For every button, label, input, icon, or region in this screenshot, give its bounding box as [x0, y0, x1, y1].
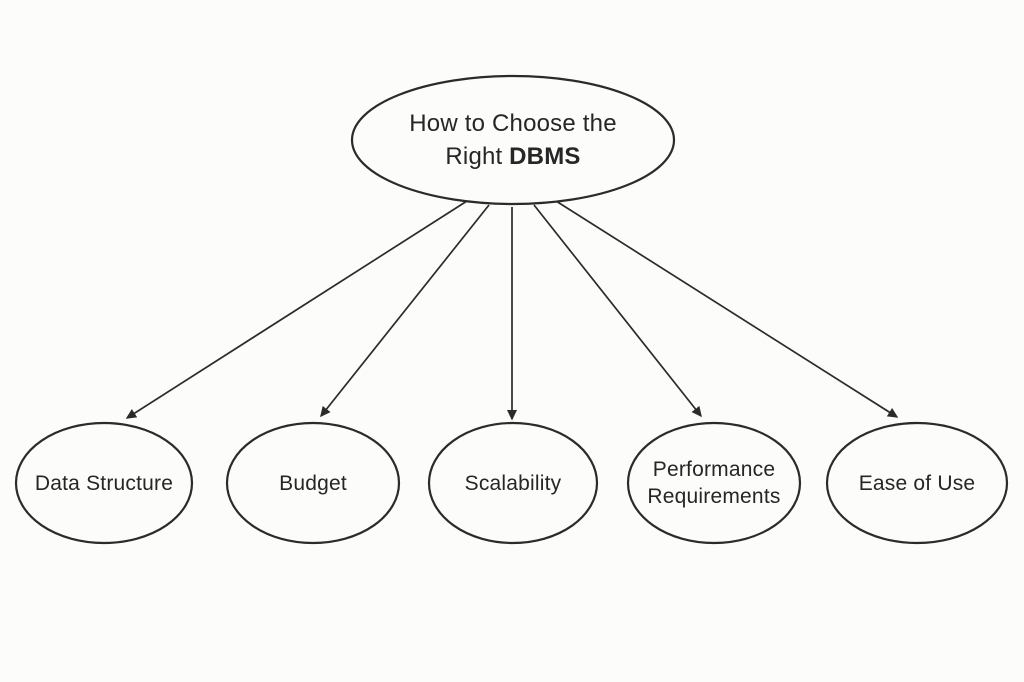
child-node-ellipse-ease-of-use [825, 421, 1009, 545]
arrow-root-to-budget [320, 204, 490, 418]
arrow-root-to-performance-requirements [533, 204, 702, 418]
child-node-ellipse-data-structure [14, 421, 194, 545]
arrow-root-to-ease-of-use [555, 200, 899, 418]
root-node-ellipse [350, 74, 676, 206]
child-node-ellipse-scalability [427, 421, 599, 545]
arrow-root-to-data-structure [125, 200, 468, 419]
child-node-ellipse-performance-requirements [626, 421, 802, 545]
child-node-ellipse-budget [225, 421, 401, 545]
